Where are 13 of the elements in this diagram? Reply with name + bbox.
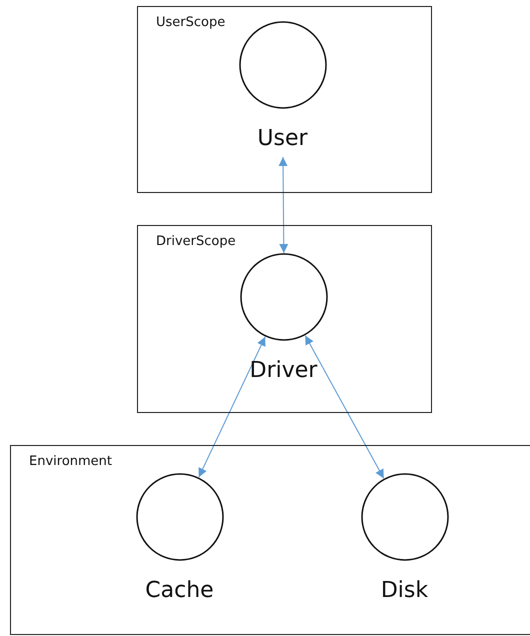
node-label: Cache — [144, 576, 215, 604]
node-label: Disk — [380, 576, 430, 604]
scope-label: DriverScope — [156, 234, 236, 249]
scope-label: Environment — [29, 454, 112, 469]
arrow — [304, 335, 384, 479]
node-label: Driver — [248, 356, 318, 384]
scope-box — [137, 225, 432, 413]
arrow — [278, 156, 288, 254]
arrow — [198, 336, 266, 478]
scope-label: UserScope — [156, 15, 226, 30]
scope-box — [10, 445, 530, 635]
scope-box — [137, 6, 432, 193]
node-label: User — [256, 124, 309, 152]
